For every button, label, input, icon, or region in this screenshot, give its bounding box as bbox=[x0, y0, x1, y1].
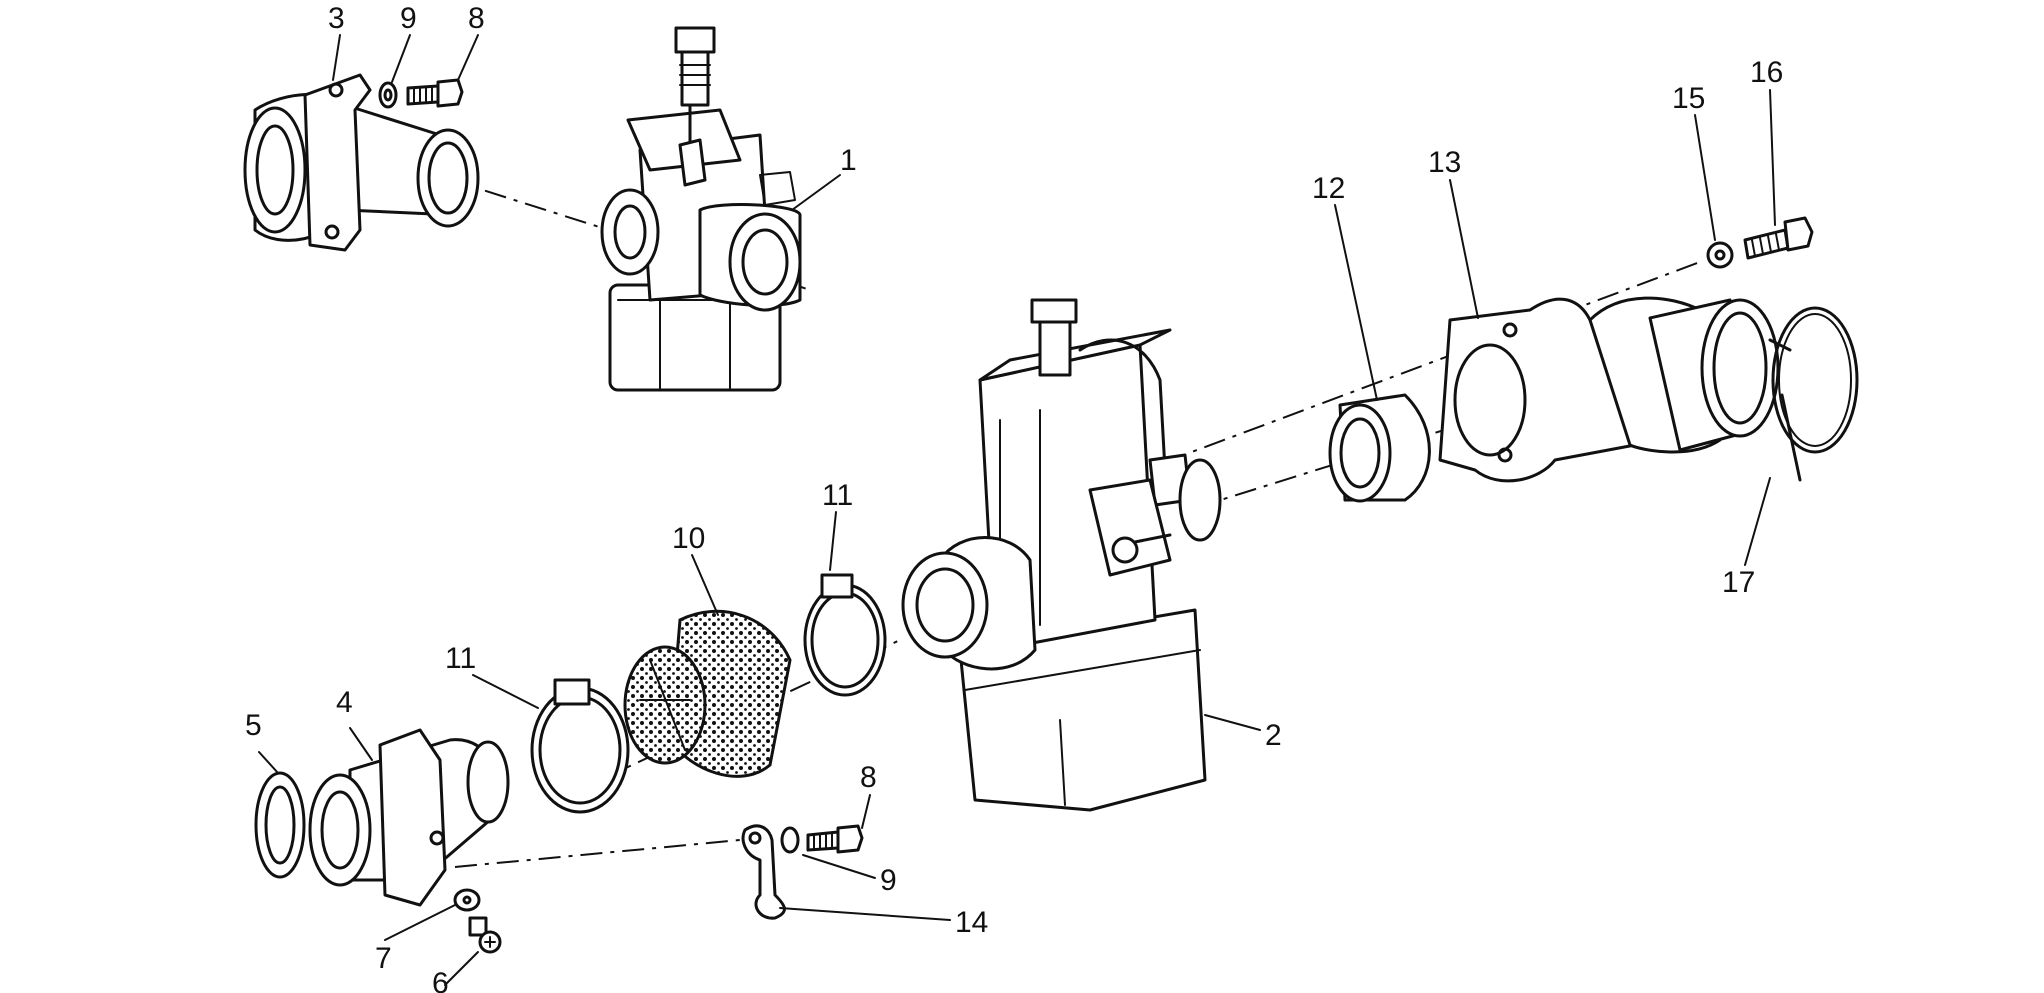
intake-elbow bbox=[1438, 296, 1780, 483]
clamp-lower bbox=[530, 678, 630, 814]
clamp-upper bbox=[803, 573, 887, 697]
washer-bottom bbox=[453, 888, 481, 912]
label-8-top: 8 bbox=[468, 2, 485, 35]
label-16: 16 bbox=[1750, 56, 1783, 89]
screw-bottom bbox=[468, 916, 502, 954]
leader-lines bbox=[258, 34, 1776, 986]
label-11-upper: 11 bbox=[822, 479, 853, 512]
washer-right bbox=[1706, 241, 1734, 269]
spacer-ring bbox=[1328, 393, 1431, 503]
filter-sleeve bbox=[623, 609, 792, 778]
washer-top bbox=[378, 81, 398, 109]
label-7: 7 bbox=[375, 942, 392, 975]
label-5: 5 bbox=[245, 709, 262, 742]
label-14: 14 bbox=[955, 906, 988, 939]
bolt-bottom bbox=[806, 824, 864, 854]
label-4: 4 bbox=[336, 686, 353, 719]
label-10: 10 bbox=[672, 522, 705, 555]
label-12: 12 bbox=[1312, 172, 1345, 205]
label-17: 17 bbox=[1722, 566, 1755, 599]
carburetor-top bbox=[600, 26, 802, 392]
bolt-right bbox=[1743, 216, 1814, 260]
axis-line-upper-right bbox=[1164, 261, 1701, 463]
gasket bbox=[254, 771, 306, 879]
intake-manifold-bottom bbox=[308, 728, 510, 907]
label-1: 1 bbox=[840, 144, 857, 177]
label-8-bottom: 8 bbox=[860, 761, 877, 794]
axis-line-top bbox=[444, 177, 616, 233]
label-9-bottom: 9 bbox=[880, 864, 897, 897]
axis-line-bracket bbox=[454, 839, 741, 868]
bolt-top bbox=[406, 78, 464, 108]
bracket bbox=[741, 824, 786, 920]
hose-clamp-right bbox=[1768, 306, 1859, 482]
label-6: 6 bbox=[432, 967, 449, 993]
part-labels: 3 9 8 1 2 5 4 7 6 11 10 11 8 9 14 12 13 … bbox=[245, 2, 1783, 993]
label-2: 2 bbox=[1265, 719, 1282, 752]
intake-manifold-top bbox=[243, 73, 480, 252]
label-3: 3 bbox=[328, 2, 345, 35]
label-11-lower: 11 bbox=[445, 642, 476, 675]
washer-bottom-right bbox=[780, 826, 800, 854]
carburetor-main bbox=[901, 298, 1222, 812]
label-9-top: 9 bbox=[400, 2, 417, 35]
label-13: 13 bbox=[1428, 146, 1461, 179]
label-15: 15 bbox=[1672, 82, 1705, 115]
